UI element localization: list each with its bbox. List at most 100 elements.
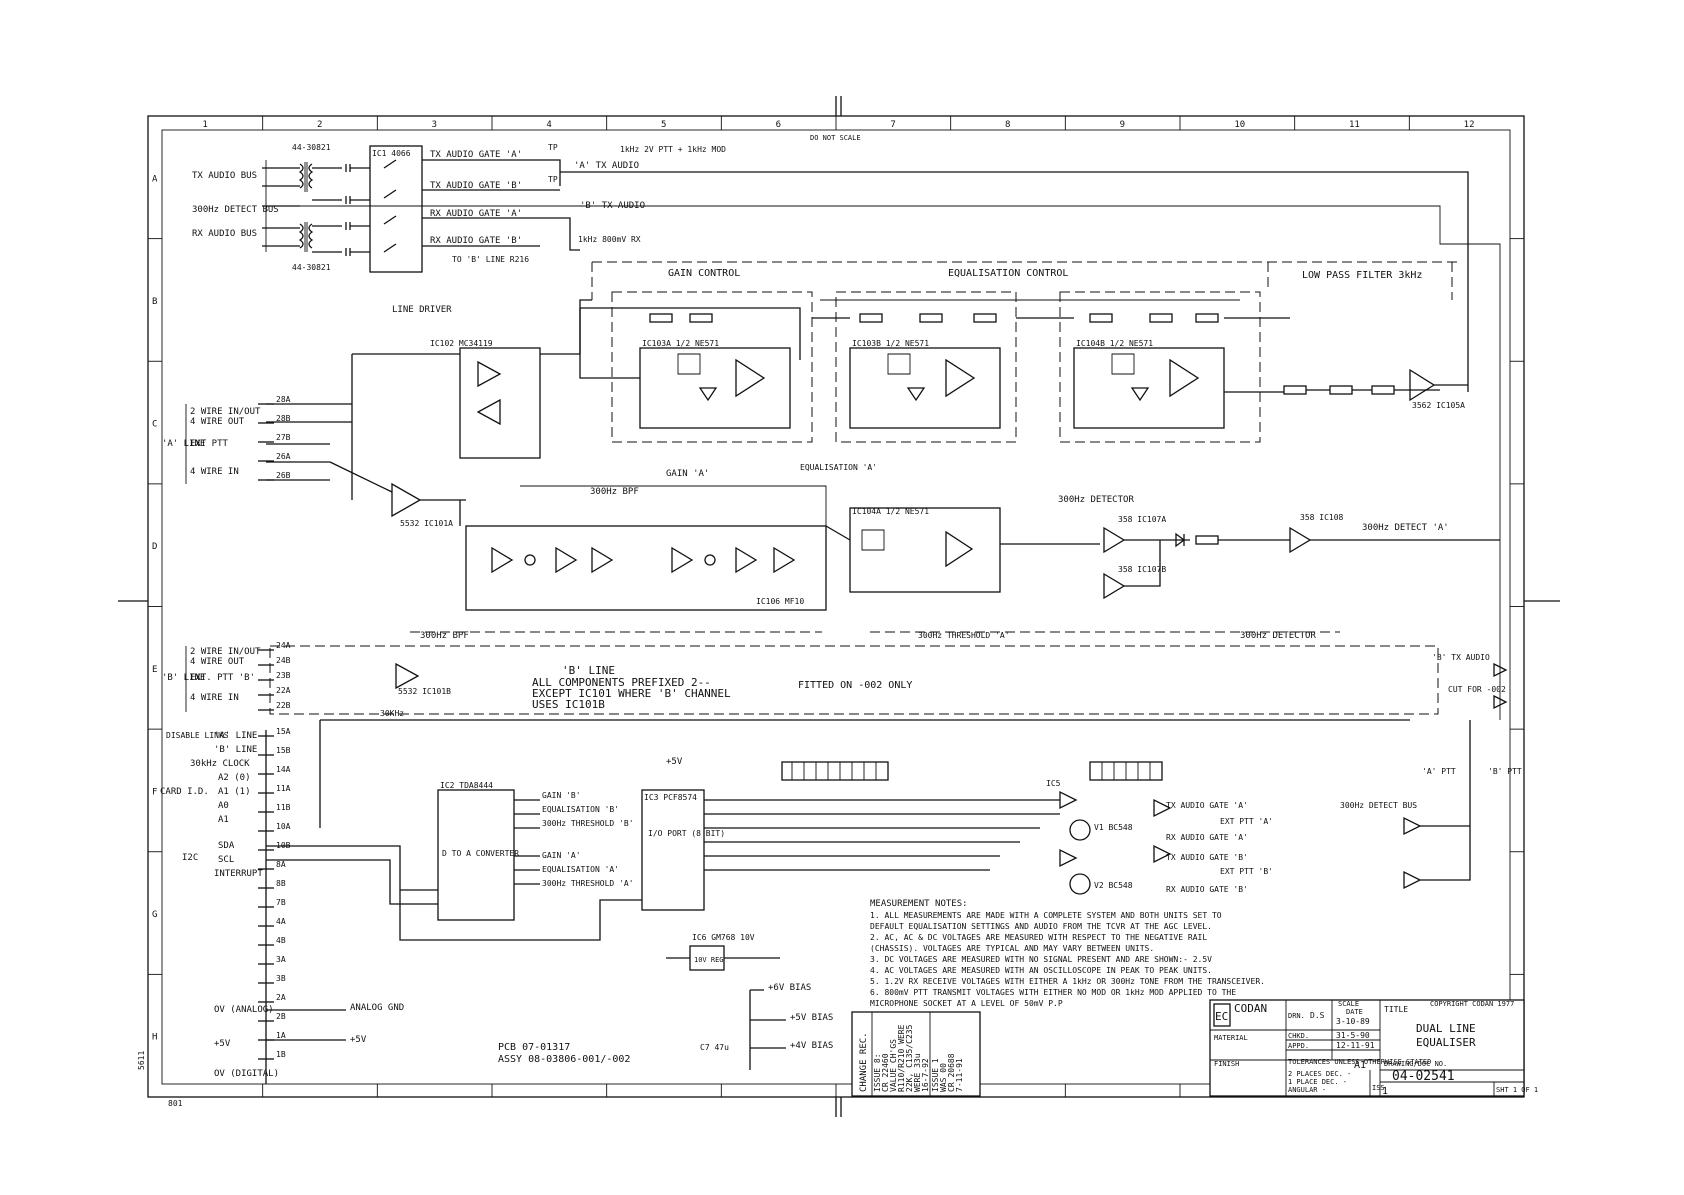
change-record-box [851, 1011, 981, 1097]
grid-row-label: B [152, 297, 157, 307]
ic3-plus5: +5V [666, 757, 683, 767]
b-line-title: 'B' LINE [162, 673, 205, 683]
detect-bus-label: 300Hz DETECT BUS [192, 205, 279, 215]
mod-note: 1kHz 2V PTT + 1kHz MOD [620, 145, 726, 154]
diode-d101 [1175, 532, 1186, 548]
pin-label: 24A [276, 641, 291, 650]
transistor-v1 [1069, 819, 1091, 841]
places2: 2 PLACES DEC. - [1288, 1070, 1351, 1078]
rx-gate-a-label: RX AUDIO GATE 'A' [430, 209, 522, 219]
grid-col-label: 3 [432, 120, 437, 130]
grid-col-label: 9 [1120, 120, 1125, 130]
i2c-label: I2C [182, 853, 198, 863]
ic2-eq-b: EQUALISATION 'B' [542, 805, 619, 814]
pin-label: 4A [276, 917, 286, 926]
change-record-line: VALUE CH'GS [889, 1039, 898, 1092]
ic2-thr-b: 300Hz THRESHOLD 'B' [542, 819, 634, 828]
ic3-box [641, 789, 705, 911]
rx-gate-b-label: RX AUDIO GATE 'B' [430, 236, 522, 246]
card-a1b: A1 [218, 815, 229, 825]
pin-label: 27B [276, 433, 291, 442]
sheet-frame [147, 115, 1525, 1098]
ic101a-opamp [391, 482, 422, 518]
drn-value: D.S [1310, 1011, 1325, 1020]
pin-label: 15B [276, 746, 291, 755]
ic1-box [369, 145, 423, 273]
ic2-gain-b: GAIN 'B' [542, 791, 581, 800]
card-a0: A0 [218, 801, 229, 811]
ic2-outputs [514, 799, 540, 885]
ic2-gain-a: GAIN 'A' [542, 851, 581, 860]
rx-audio-bus-label: RX AUDIO BUS [192, 229, 257, 239]
card-id-label: CARD I.D. [160, 787, 209, 797]
detector-bottom-title: 300Hz DETECTOR [1240, 631, 1316, 641]
ic1-switches [383, 159, 397, 253]
iss-value: 1 [1382, 1086, 1388, 1097]
pin-label: 11B [276, 803, 291, 812]
ic101b-label: 5532 IC101B [398, 687, 451, 696]
plus6v-bias: +6V BIAS [768, 983, 811, 993]
t2-part-label: 44-30821 [292, 263, 331, 272]
finish-label: FINISH [1214, 1060, 1239, 1068]
rx-note: 1kHz 800mV RX [578, 235, 641, 244]
pin-label: 1A [276, 1031, 286, 1040]
disable-b-line: 'B' LINE [214, 745, 257, 755]
a-four-wire-in: 4 WIRE IN [190, 467, 239, 477]
b-four-wire-in: 4 WIRE IN [190, 693, 239, 703]
plus4v-bias: +4V BIAS [790, 1041, 833, 1051]
ic102-amps [476, 360, 502, 426]
cap-c3 [312, 222, 370, 230]
b-ext-ptt: EXT. PTT 'B' [190, 673, 255, 683]
ic2-thr-a: 300Hz THRESHOLD 'A' [542, 879, 634, 888]
ic103b-box [849, 347, 1001, 429]
a-line-title: 'A' LINE [162, 439, 205, 449]
resistor-network-2 [1089, 761, 1163, 781]
ov-analog-label: OV (ANALOG) [214, 1005, 274, 1015]
gain-control-title: GAIN CONTROL [668, 268, 740, 279]
ext-ptt-a: EXT PTT 'A' [1220, 817, 1273, 826]
note-line: 3. DC VOLTAGES ARE MEASURED WITH NO SIGN… [870, 955, 1212, 964]
change-record-line: 22K, C135/C235 [905, 1024, 914, 1092]
pin-label: 2A [276, 993, 286, 1002]
a-four-wire-out: 4 WIRE OUT [190, 417, 245, 427]
date-label: DATE [1346, 1008, 1363, 1016]
clock-30khz: 30KHz [380, 709, 404, 718]
title-line2: EQUALISER [1416, 1036, 1476, 1049]
plus5v-bias: +5V BIAS [790, 1013, 833, 1023]
fitted-note: FITTED ON -002 ONLY [798, 680, 912, 691]
title-line1: DUAL LINE [1416, 1022, 1476, 1035]
card-a2: A2 (0) [218, 773, 251, 783]
mf10-filter-stages [491, 546, 796, 574]
ic2-label: IC2 TDA8444 [440, 781, 493, 790]
grid-row-label: E [152, 665, 157, 675]
grid-col-label: 2 [317, 120, 322, 130]
ic101b-opamp [395, 662, 420, 690]
pin-label: 8A [276, 860, 286, 869]
tp1: TP [548, 143, 558, 152]
detector-title: 300Hz DETECTOR [1058, 495, 1134, 505]
gate-rx-b: RX AUDIO GATE 'B' [1166, 885, 1248, 894]
center-mark-bottom [835, 1097, 842, 1117]
pcb-line2: ASSY 08-03806-001/-002 [498, 1054, 630, 1065]
iss-label: ISS [1372, 1084, 1385, 1092]
change-record-title: CHANGE REC. [859, 1032, 869, 1092]
lpf-components [1283, 385, 1395, 395]
angular: ANGULAR - [1288, 1086, 1326, 1094]
ic106-box [465, 525, 827, 611]
clock-label: 30kHz CLOCK [190, 759, 250, 769]
copyright: COPYRIGHT CODAN 1977 [1430, 1000, 1514, 1008]
ic103a-opamp [735, 358, 766, 398]
date-value: 3-10-89 [1336, 1017, 1370, 1026]
c7-label: C7 47u [700, 1043, 729, 1052]
gate-tx-b: TX AUDIO GATE 'B' [1166, 853, 1248, 862]
note-line: (CHASSIS). VOLTAGES ARE TYPICAL AND MAY … [870, 944, 1154, 953]
disable-a-line: 'A' LINE [214, 731, 257, 741]
a-two-wire: 2 WIRE IN/OUT [190, 407, 261, 417]
drn-label: DRN. [1288, 1012, 1305, 1020]
change-record-line: 7-11-91 [955, 1058, 964, 1092]
grid-row-label: H [152, 1033, 157, 1043]
cap-c2 [312, 196, 370, 204]
ic3-label: IC3 PCF8574 [644, 793, 697, 802]
